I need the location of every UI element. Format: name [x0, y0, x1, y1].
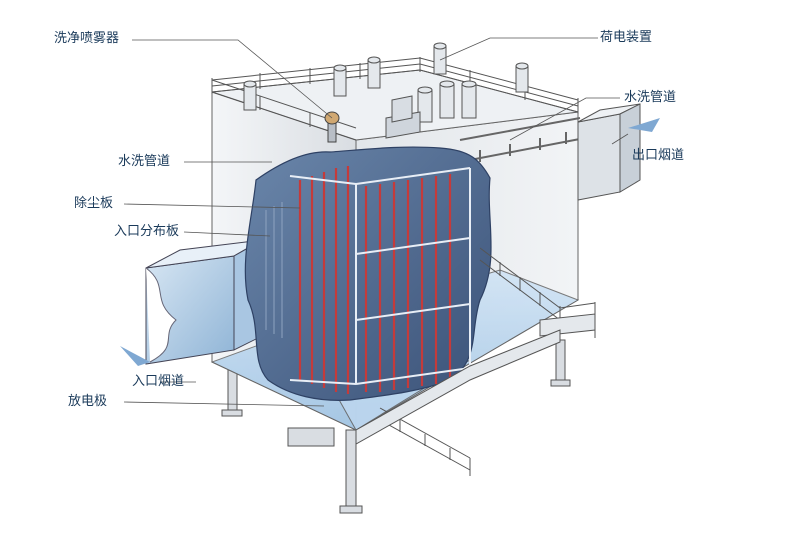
bottom-walkway [355, 329, 561, 476]
wash-pipes [459, 117, 586, 162]
gas-flow-arrows [120, 118, 660, 366]
label-inlet-flue: 入口烟道 [132, 374, 185, 389]
leader-dust [123, 203, 301, 209]
label-outlet-flue: 出口烟道 [632, 148, 685, 163]
outlet-flue-duct [577, 103, 641, 201]
leader-charging [439, 37, 598, 61]
inlet-arrow [120, 346, 150, 366]
leader-outlet [611, 133, 629, 145]
electrode-frames [289, 167, 471, 385]
label-wash-pipe-left: 水洗管道 [118, 154, 171, 169]
label-wash-pipe-right: 水洗管道 [624, 90, 677, 105]
label-charging-device: 荷电装置 [600, 30, 653, 45]
cutaway-interior [244, 146, 492, 401]
leader-inlet-plate [183, 231, 271, 237]
support-legs [221, 339, 571, 514]
collecting-plates [298, 166, 452, 394]
outlet-arrow [628, 118, 660, 132]
leader-discharge [123, 401, 325, 407]
right-stairs [479, 247, 596, 338]
inlet-distribution-plate [265, 202, 283, 338]
leader-lines [123, 37, 629, 407]
leader-wash-right [509, 97, 620, 141]
roof-insulators [243, 42, 529, 139]
leader-spray [132, 39, 333, 119]
label-inlet-distribution-plate: 入口分布板 [114, 224, 180, 239]
label-discharge-electrode: 放电极 [68, 394, 108, 409]
label-dust-plate: 除尘板 [74, 196, 114, 211]
label-spray-device: 洗净喷雾器 [54, 31, 120, 46]
